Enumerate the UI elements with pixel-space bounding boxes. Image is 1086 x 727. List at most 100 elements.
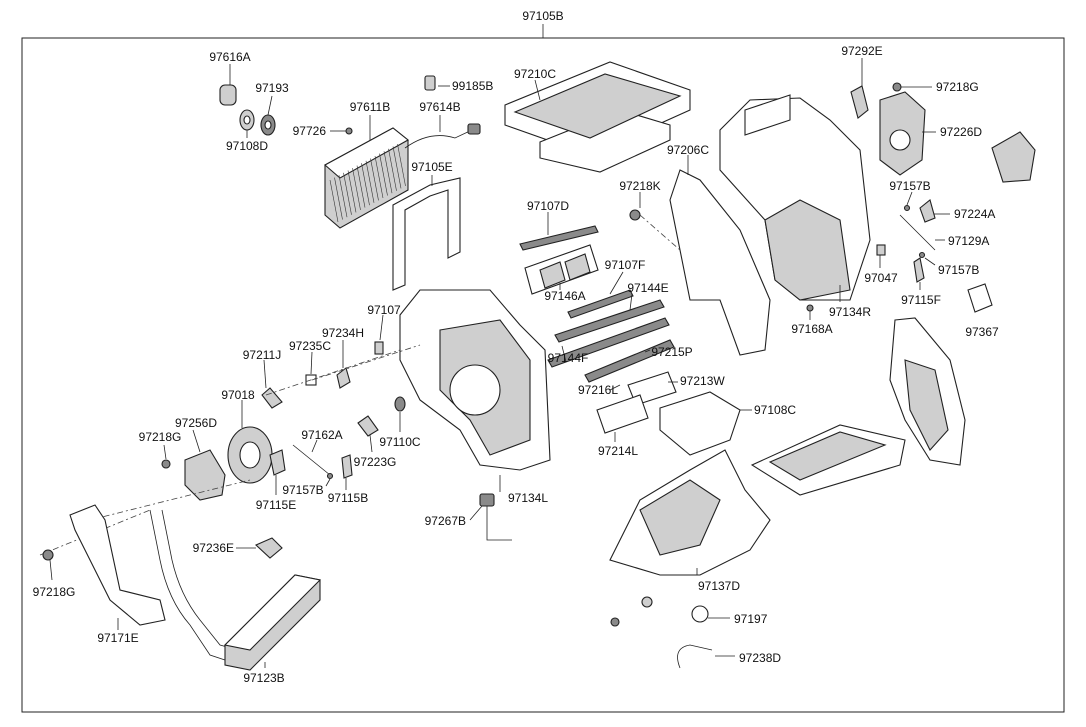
part-97105E-seal: 97105E <box>392 160 461 291</box>
part-97226D-actuator: 97226D <box>879 91 982 176</box>
svg-text:97223G: 97223G <box>354 455 397 469</box>
part-97157B-clip-a: 97157B <box>889 179 931 212</box>
part-97206C-case: 97206C <box>667 143 771 356</box>
part-97211J: 97211J <box>243 348 283 409</box>
svg-text:97134R: 97134R <box>829 305 871 319</box>
svg-text:97236E: 97236E <box>193 541 234 555</box>
svg-text:97197: 97197 <box>734 612 768 626</box>
part-97144E: 97144E <box>554 281 669 343</box>
svg-text:97115B: 97115B <box>328 491 368 505</box>
part-97616A: 97616A <box>209 50 251 106</box>
part-97218G-screw-top: 97218G <box>892 80 979 94</box>
svg-text:97216L: 97216L <box>578 383 618 397</box>
part-97134R: 97134R <box>829 285 871 319</box>
svg-text:97146A: 97146A <box>544 289 585 303</box>
part-97146A: 97146A <box>524 244 599 303</box>
svg-text:97107D: 97107D <box>527 199 569 213</box>
svg-text:97726: 97726 <box>293 124 327 138</box>
svg-text:97218K: 97218K <box>619 179 660 193</box>
evaporator-fin <box>392 146 402 189</box>
part-screw-lower <box>610 596 653 627</box>
part-foam-pad <box>991 131 1036 183</box>
part-99185B: 99185B <box>424 75 493 93</box>
part-97234H: 97234H <box>322 326 364 389</box>
part-97115E: 97115E <box>256 449 296 512</box>
part-97238D-hose: 97238D <box>677 644 781 669</box>
part-97218G-screw-left: 97218G <box>33 549 76 599</box>
part-97107F: 97107F <box>567 258 645 319</box>
part-97267B: 97267B <box>425 493 512 541</box>
part-97210C-filter-cover: 97210C <box>504 61 691 173</box>
svg-text:97226D: 97226D <box>940 125 982 139</box>
evaporator-fin <box>338 175 348 218</box>
part-97047: 97047 <box>864 244 898 285</box>
part-97144F: 97144F <box>547 317 670 368</box>
svg-text:97218G: 97218G <box>33 585 76 599</box>
svg-text:97234H: 97234H <box>322 326 364 340</box>
part-upper-case-right <box>719 94 871 301</box>
part-heater-pipes <box>149 509 246 666</box>
part-lower-case-right <box>889 317 966 466</box>
part-97162A: 97162A <box>292 428 343 476</box>
part-97171E-bracket: 97171E <box>69 504 166 645</box>
svg-text:97611B: 97611B <box>350 100 390 114</box>
svg-text:97235C: 97235C <box>289 339 331 353</box>
svg-text:97206C: 97206C <box>667 143 709 157</box>
svg-text:97157B: 97157B <box>889 179 930 193</box>
part-97235C: 97235C <box>289 339 331 386</box>
svg-text:97171E: 97171E <box>97 631 138 645</box>
part-97224A: 97224A <box>919 199 995 223</box>
svg-text:97162A: 97162A <box>301 428 342 442</box>
part-97256D: 97256D <box>175 416 226 501</box>
evaporator-fin <box>361 163 370 206</box>
svg-text:97110C: 97110C <box>379 435 420 449</box>
evaporator-fin <box>343 172 352 215</box>
part-97115B: 97115B <box>328 454 368 505</box>
part-97214L: 97214L <box>596 394 649 458</box>
part-97215P: 97215P <box>584 339 693 383</box>
part-97236E: 97236E <box>193 537 283 559</box>
svg-text:97018: 97018 <box>221 388 255 402</box>
part-97123B-heater-core: 97123B <box>223 574 322 685</box>
svg-text:97367: 97367 <box>965 325 999 339</box>
svg-text:97157B: 97157B <box>282 483 323 497</box>
evaporator-fin <box>383 151 393 194</box>
svg-text:97213W: 97213W <box>680 374 725 388</box>
svg-text:97218G: 97218G <box>139 430 182 444</box>
part-97157B-clip-c: 97157B <box>282 472 334 497</box>
svg-text:97193: 97193 <box>255 81 289 95</box>
part-97611B-evaporator: 97611B <box>324 100 409 229</box>
label-97105B: 97105B <box>522 9 563 23</box>
part-97223G: 97223G <box>354 415 397 469</box>
svg-text:97134L: 97134L <box>508 491 548 505</box>
svg-text:97256D: 97256D <box>175 416 217 430</box>
svg-text:97107: 97107 <box>367 303 401 317</box>
svg-text:97047: 97047 <box>864 271 898 285</box>
svg-text:97144E: 97144E <box>627 281 668 295</box>
svg-text:97105E: 97105E <box>411 160 452 174</box>
svg-text:97238D: 97238D <box>739 651 781 665</box>
evaporator-fin <box>365 160 375 203</box>
svg-text:97614B: 97614B <box>419 100 460 114</box>
svg-text:97168A: 97168A <box>791 322 832 336</box>
svg-text:97115F: 97115F <box>901 293 941 307</box>
evaporator-fin <box>334 177 343 220</box>
part-97134L-main-case: 97134L <box>399 289 551 505</box>
part-97614B-sensor: 97614B <box>404 100 481 149</box>
part-97115F: 97115F <box>901 257 941 307</box>
part-97108D: 97108D <box>226 109 268 153</box>
part-97168A: 97168A <box>791 304 833 336</box>
part-97292E: 97292E <box>841 44 883 119</box>
svg-text:97115E: 97115E <box>256 498 296 512</box>
svg-text:97215P: 97215P <box>651 345 692 359</box>
evaporator-fin <box>329 179 339 223</box>
part-97197: 97197 <box>691 605 768 626</box>
part-97018-blower: 97018 <box>221 388 273 484</box>
part-97193: 97193 <box>255 81 289 136</box>
evaporator-fin <box>356 165 366 208</box>
evaporator-fin <box>370 158 379 201</box>
svg-text:97108D: 97108D <box>226 139 268 153</box>
svg-text:97218G: 97218G <box>936 80 979 94</box>
part-97129A-rod: 97129A <box>899 214 989 251</box>
svg-text:97267B: 97267B <box>425 514 466 528</box>
